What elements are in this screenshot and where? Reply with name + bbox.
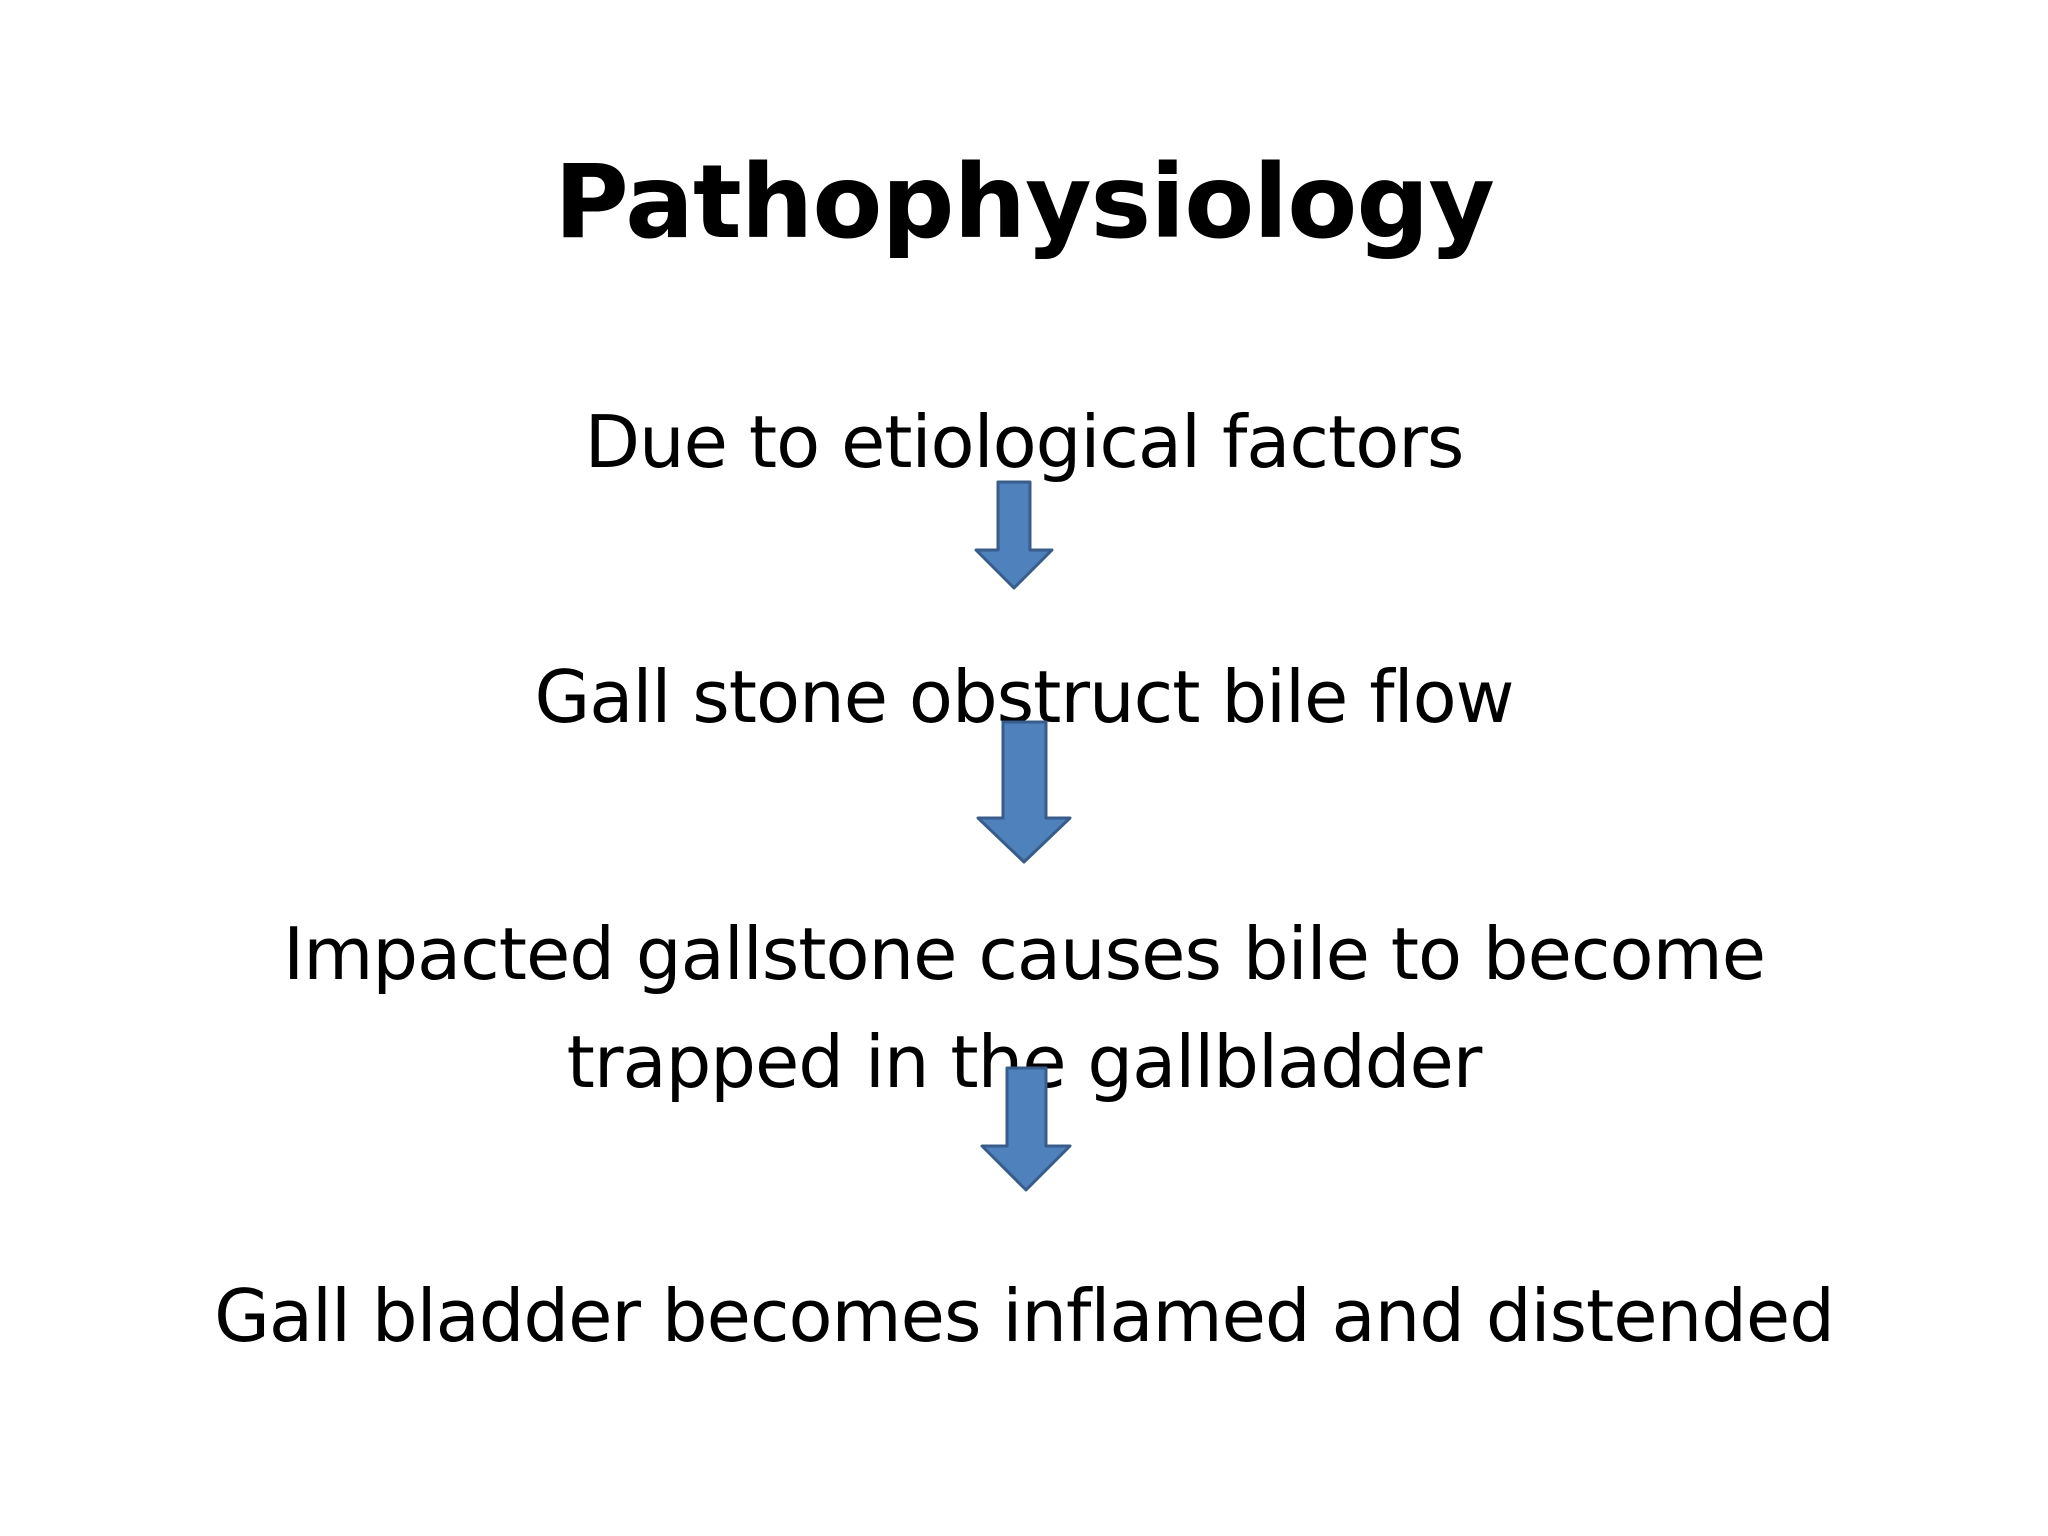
step-etiological-factors: Due to etiological factors xyxy=(584,400,1465,484)
down-arrow-icon xyxy=(974,480,1054,590)
step-bile-trapped-text: Impacted gallstone causes bile to become… xyxy=(282,912,1766,1104)
step-inflamed-distended: Gall bladder becomes inflamed and disten… xyxy=(214,1274,1835,1358)
step-gallstone-obstruction: Gall stone obstruct bile flow xyxy=(534,655,1514,739)
step-bile-trapped: Impacted gallstone causes bile to become… xyxy=(0,900,2048,1116)
slide-title: Pathophysiology xyxy=(554,143,1495,262)
